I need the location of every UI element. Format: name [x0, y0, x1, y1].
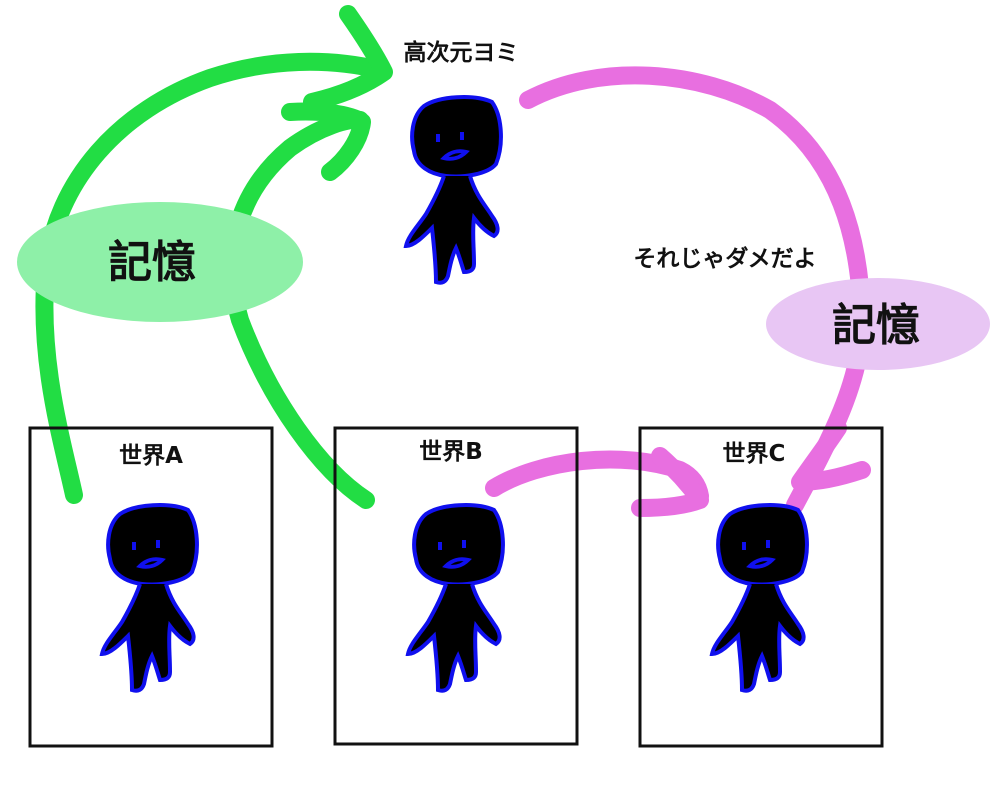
pink-arrowhead-arc [791, 419, 871, 491]
world-c-box: 世界C [638, 426, 884, 748]
world-a-box: 世界A [28, 426, 274, 748]
pink-memory-arrows [485, 66, 871, 517]
higher-dim-yomi-figure [404, 95, 503, 285]
green-arrow-inner [223, 110, 375, 509]
memory-label-green: 記憶 [108, 237, 196, 288]
world-a-label: 世界A [119, 443, 183, 469]
green-arrowhead-inner [281, 102, 371, 181]
world-a-yomi-figure [100, 503, 199, 693]
world-b-yomi-figure [406, 503, 505, 693]
memory-bubble-green: 記憶 [17, 202, 303, 322]
green-arrow-outer [35, 52, 389, 504]
thats-no-good-label: それじゃダメだよ [633, 245, 816, 272]
world-b-label: 世界B [419, 439, 483, 465]
higher-dim-label: 高次元ヨミ [404, 39, 519, 66]
world-c-label: 世界C [723, 441, 786, 467]
memory-label-pink: 記憶 [832, 300, 920, 351]
world-b-box: 世界B [333, 426, 579, 746]
pink-arrow-arc [519, 66, 871, 514]
memory-bubble-pink: 記憶 [766, 278, 990, 370]
world-c-yomi-figure [710, 503, 809, 693]
green-arrowhead-outer [303, 5, 393, 111]
pink-arrowhead-short [631, 447, 709, 517]
